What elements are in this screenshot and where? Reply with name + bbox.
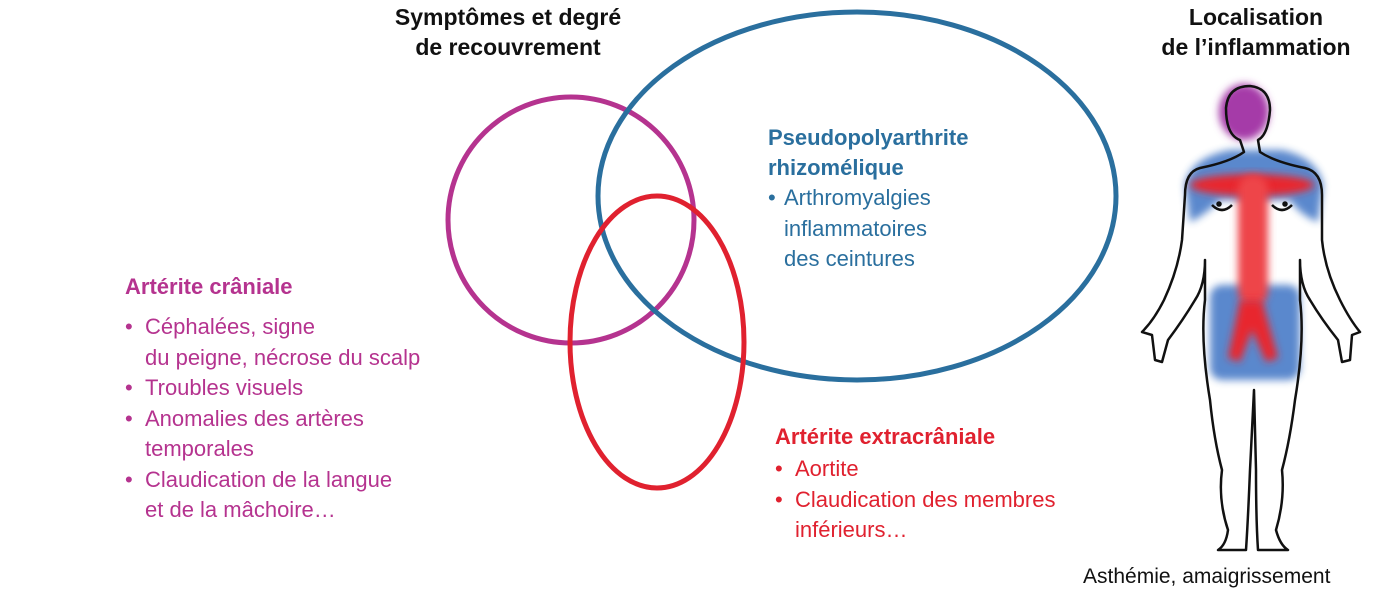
item-text: Troubles visuels [145, 375, 304, 400]
list-item: •Troubles visuels [125, 375, 304, 400]
caption: Asthémie, amaigrissement [1083, 565, 1331, 588]
list-item: •Anomalies des artères [125, 405, 364, 431]
extracranial-heading: Artérite extracrâniale [775, 424, 996, 449]
localisation-title: Localisation de l’inflammation [1126, 2, 1386, 62]
title-line: de recouvrement [415, 34, 601, 60]
list-item: •Aortite [775, 456, 859, 481]
item-text: inflammatoires [784, 215, 928, 241]
list-item: •Céphalées, signe [125, 314, 316, 339]
item-text: du peigne, nécrose du scalp [145, 344, 421, 370]
body-outline [1140, 84, 1362, 552]
item-text: inférieurs… [795, 517, 908, 542]
item-text: Arthromyalgies [784, 185, 931, 210]
pmr-ellipse [595, 9, 1119, 383]
item-text: Anomalies des artères [145, 405, 364, 431]
title-line: Localisation [1188, 4, 1324, 30]
pmr-block: Pseudopolyarthrite rhizomélique •Arthrom… [768, 123, 968, 275]
item-text: des ceintures [784, 246, 915, 271]
item-text: temporales [145, 436, 254, 461]
extracranial-ellipse [567, 193, 747, 491]
extracranial-block: Artérite extracrâniale •Aortite •Claudic… [775, 422, 1055, 546]
inflammation-zones [1185, 84, 1323, 380]
cranial-heading: Artérite crâniale [125, 274, 293, 299]
item-text: Claudication des membres [795, 486, 1056, 512]
pmr-heading: rhizomélique [768, 155, 904, 180]
list-item: •Arthromyalgies [768, 185, 931, 210]
list-item: •Claudication de la langue [125, 466, 393, 492]
list-item: •Claudication des membres [775, 486, 1056, 512]
item-text: Céphalées, signe [145, 314, 316, 339]
item-text: et de la mâchoire… [145, 497, 336, 522]
pmr-heading: Pseudopolyarthrite [768, 125, 969, 150]
symptoms-title: Symptômes et degré de recouvrement [358, 2, 658, 62]
title-line: Symptômes et degré [394, 4, 622, 30]
item-text: Claudication de la langue [145, 466, 393, 492]
cranial-block: Artérite crâniale •Céphalées, signe du p… [125, 272, 420, 526]
title-line: de l’inflammation [1161, 34, 1351, 60]
item-text: Aortite [795, 456, 859, 481]
